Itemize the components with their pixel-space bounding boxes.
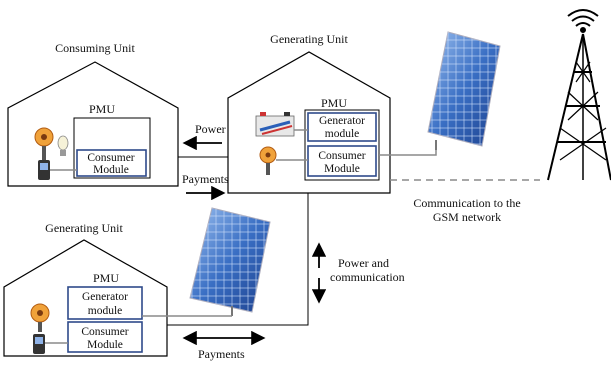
generator-module-box <box>67 286 143 320</box>
fan-icon <box>34 127 54 160</box>
phone-icon <box>38 160 50 180</box>
pmu-box <box>73 117 151 179</box>
pmu-label: PMU <box>321 96 347 110</box>
house-outline <box>3 239 168 357</box>
panel-wire-top <box>379 150 437 156</box>
power-line-vertical <box>167 193 309 326</box>
generating-unit-bottom-title: Generating Unit <box>45 221 123 235</box>
consumer-module-box <box>67 321 143 353</box>
payments-label-top: Payments <box>182 172 229 186</box>
consumer-module-label-2: Module <box>87 339 123 351</box>
power-comm-label-1: Power and <box>338 256 389 270</box>
consuming-unit: Consuming Unit PMU Consumer Module <box>7 41 179 187</box>
consumer-module-box <box>76 149 147 177</box>
gsm-label-1: Communication to the <box>413 196 520 210</box>
power-label: Power <box>195 122 226 136</box>
generator-module-label-1: Generator <box>319 115 365 127</box>
fan-icon <box>30 303 50 332</box>
gsm-label-2: GSM network <box>433 210 501 224</box>
consumer-module-label-2: Module <box>324 163 360 175</box>
consumer-module-label-2: Module <box>93 164 129 176</box>
consumer-module-box <box>307 145 377 177</box>
solar-panel-icon <box>427 31 501 150</box>
pmu-label: PMU <box>93 271 119 285</box>
consumer-module-label-1: Consumer <box>87 152 134 164</box>
generator-module-label-2: module <box>88 305 123 317</box>
consumer-module-label-1: Consumer <box>81 326 128 338</box>
consuming-unit-title: Consuming Unit <box>55 41 135 55</box>
house-outline <box>227 51 391 194</box>
gsm-tower-icon <box>547 9 611 181</box>
bulb-icon <box>57 135 69 156</box>
consumer-module-label-1: Consumer <box>318 150 365 162</box>
solar-panel-icon <box>189 207 271 316</box>
power-comm-label-2: communication <box>330 270 405 284</box>
phone-icon <box>33 334 45 354</box>
generating-unit-bottom: Generating Unit PMU Generator module Con… <box>3 221 168 357</box>
pmu-box <box>304 109 380 181</box>
house-outline <box>7 61 179 187</box>
payments-label-bottom: Payments <box>198 347 245 361</box>
pmu-label: PMU <box>89 102 115 116</box>
generator-module-label-1: Generator <box>82 291 128 303</box>
generating-unit-top-title: Generating Unit <box>270 32 348 46</box>
generator-module-label-2: module <box>325 128 360 140</box>
fan-icon <box>259 146 277 175</box>
battery-icon <box>255 112 295 137</box>
generating-unit-top: Generating Unit PMU Generator module Con… <box>227 32 391 194</box>
generator-module-box <box>307 112 377 142</box>
